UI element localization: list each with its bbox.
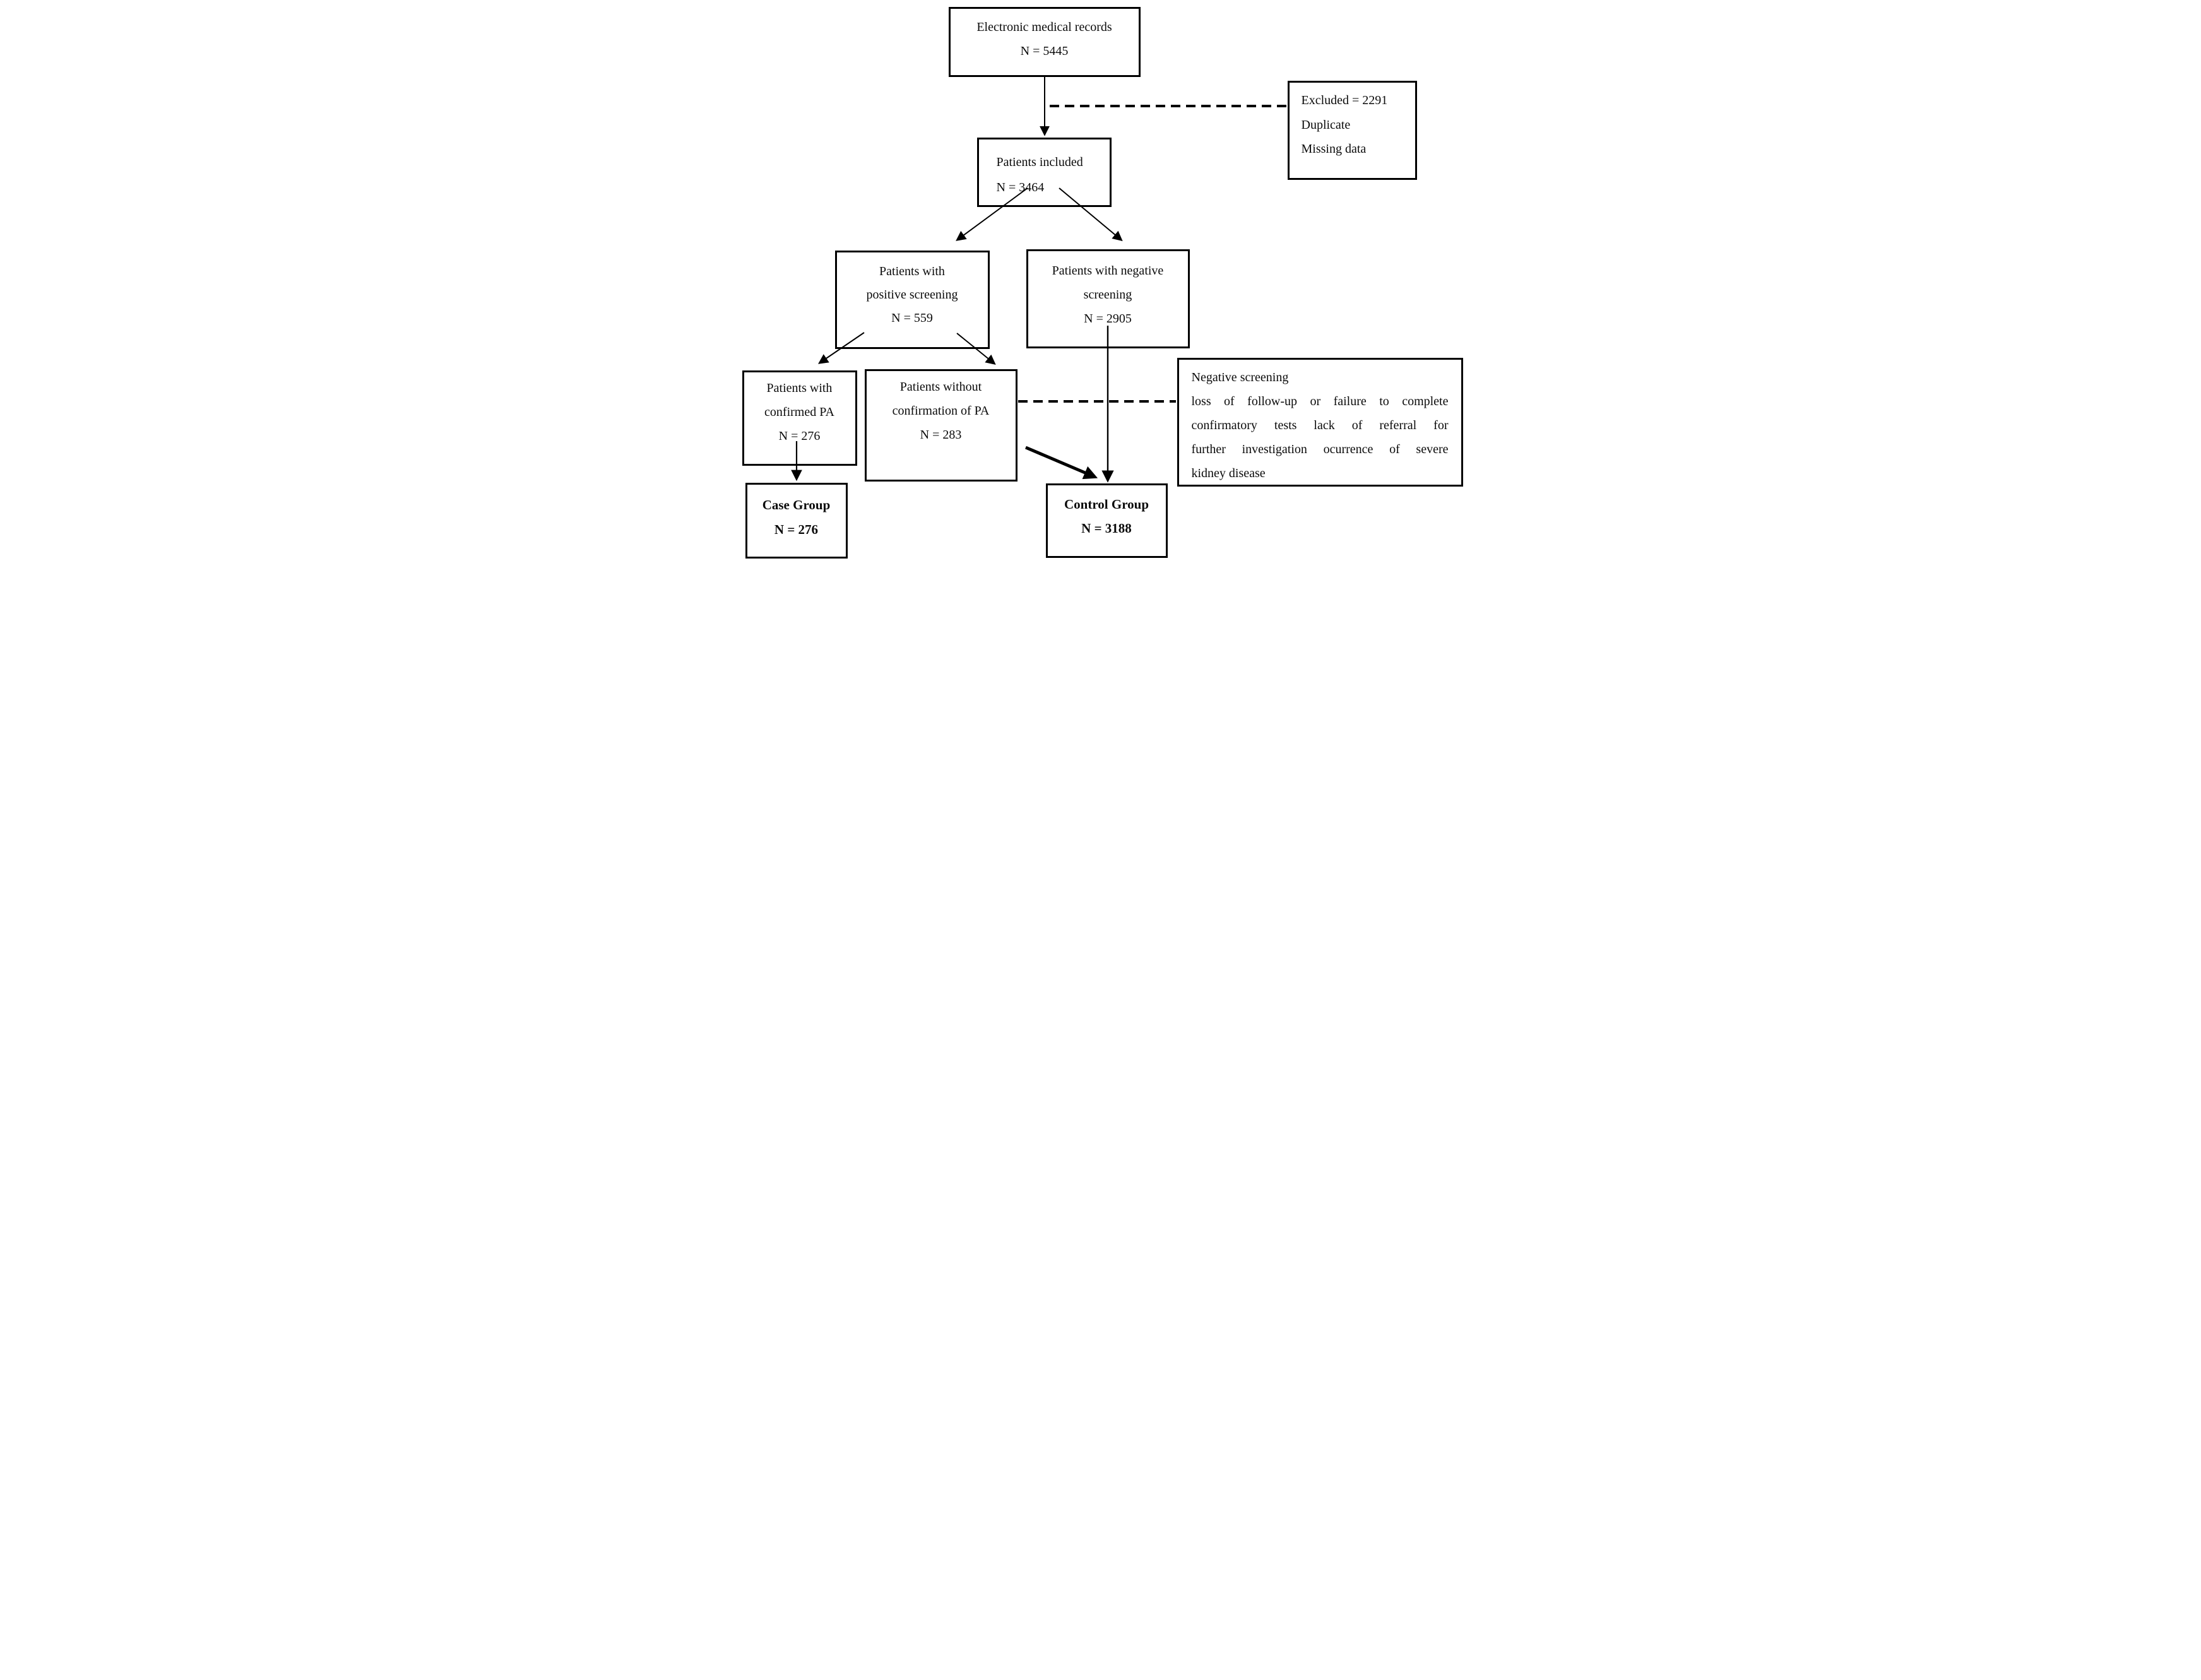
control-group-label: Control Group xyxy=(1064,497,1149,512)
excluded-box: Excluded = 2291 Duplicate Missing data xyxy=(1287,81,1417,180)
note-line-4: further investigation ocurrence of sever… xyxy=(1191,442,1449,456)
included-label: Patients included xyxy=(996,155,1083,169)
arrow-unconfirmed-to-control-group xyxy=(1024,446,1098,480)
case-group-box: Case Group N = 276 xyxy=(745,483,848,559)
excluded-reason-duplicate: Duplicate xyxy=(1301,117,1351,132)
positive-screening-box: Patients with positive screening N = 559 xyxy=(834,251,990,349)
unconfirmed-label-1: Patients without xyxy=(899,380,982,394)
note-line-2: loss of follow-up or failure to complete xyxy=(1191,394,1449,408)
negative-count: N = 2905 xyxy=(1084,312,1132,326)
emr-label: Electronic medical records xyxy=(976,20,1112,34)
negative-screening-box: Patients with negative screening N = 290… xyxy=(1026,249,1190,348)
negative-label-2: screening xyxy=(1083,288,1132,302)
control-group-count: N = 3188 xyxy=(1081,521,1132,536)
included-count: N = 3464 xyxy=(996,180,1045,194)
positive-count: N = 559 xyxy=(891,311,933,325)
excluded-reason-missing-data: Missing data xyxy=(1301,142,1367,156)
confirmed-label-2: confirmed PA xyxy=(764,405,834,419)
case-group-count: N = 276 xyxy=(774,522,819,537)
unconfirmed-count: N = 283 xyxy=(920,428,962,442)
note-line-3: confirmatory tests lack of referral for xyxy=(1191,418,1449,432)
negative-screening-note-box: Negative screening loss of follow-up or … xyxy=(1177,358,1463,487)
control-group-box: Control Group N = 3188 xyxy=(1045,483,1168,558)
emr-count: N = 5445 xyxy=(1020,44,1069,58)
included-box: Patients included N = 3464 xyxy=(976,138,1112,207)
unconfirmed-label-2: confirmation of PA xyxy=(892,404,990,418)
case-group-label: Case Group xyxy=(762,497,831,512)
note-line-5: kidney disease xyxy=(1191,466,1266,480)
note-line-1: Negative screening xyxy=(1191,370,1289,384)
confirmed-count: N = 276 xyxy=(778,429,821,443)
flow-diagram: Electronic medical records N = 5445 Excl… xyxy=(733,0,1468,560)
confirmed-label-1: Patients with xyxy=(766,381,833,395)
negative-label-1: Patients with negative xyxy=(1052,264,1164,278)
unconfirmed-pa-box: Patients without confirmation of PA N = … xyxy=(864,369,1017,482)
emr-box: Electronic medical records N = 5445 xyxy=(948,7,1141,77)
positive-label-2: positive screening xyxy=(866,288,958,302)
excluded-count: Excluded = 2291 xyxy=(1301,93,1388,107)
confirmed-pa-box: Patients with confirmed PA N = 276 xyxy=(742,370,857,466)
positive-label-1: Patients with xyxy=(879,264,945,278)
